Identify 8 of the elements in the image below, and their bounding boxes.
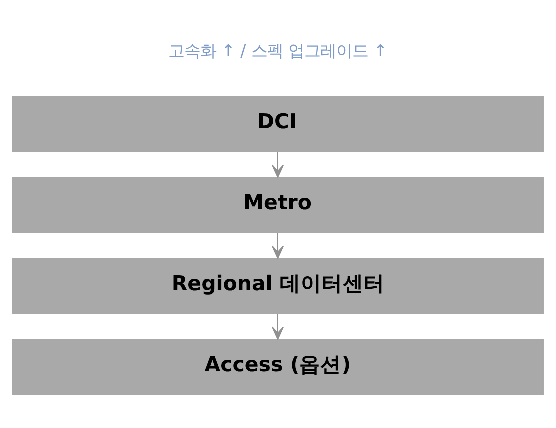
arrow bbox=[272, 232, 284, 259]
arrow bbox=[272, 314, 284, 340]
arrow bbox=[272, 152, 284, 178]
node-box: Metro bbox=[12, 176, 544, 233]
label: 고속화 ↑ / 스펙 업그레이드 ↑ bbox=[168, 40, 388, 60]
node-box: DCI bbox=[12, 96, 544, 152]
node-box: Regional 데이터센터 bbox=[12, 258, 544, 314]
node-box: Access (옵션) bbox=[12, 338, 544, 395]
